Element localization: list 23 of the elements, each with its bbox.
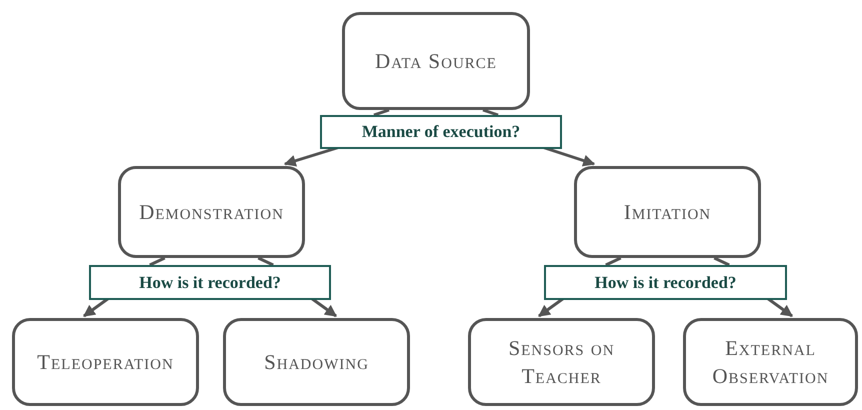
- question-box: [320, 115, 562, 149]
- node-label: Imitation: [622, 198, 712, 226]
- node-label: How is it recorded?: [139, 272, 281, 292]
- rounded-box: [683, 318, 858, 406]
- connector-line: [372, 108, 500, 116]
- rounded-box: [118, 166, 305, 258]
- rounded-box: [468, 318, 655, 406]
- node-label: Shadowing: [263, 348, 370, 376]
- rounded-box: [574, 166, 761, 258]
- question-box: [544, 265, 787, 300]
- node-label: Data Source: [374, 48, 498, 75]
- connector-line: [148, 256, 275, 266]
- node-label: How is it recorded?: [594, 272, 736, 292]
- node-label: Manner of execution?: [362, 122, 520, 142]
- rounded-box: [12, 318, 199, 406]
- node-label: External Observation: [711, 334, 830, 390]
- node-label: Sensors on Teacher: [507, 334, 616, 390]
- connector-line: [604, 256, 731, 266]
- node-label: Teleoperation: [36, 348, 175, 376]
- rounded-box: [342, 12, 530, 110]
- rounded-box: [223, 318, 410, 406]
- node-label: Demonstration: [138, 198, 285, 226]
- question-box: [89, 265, 331, 300]
